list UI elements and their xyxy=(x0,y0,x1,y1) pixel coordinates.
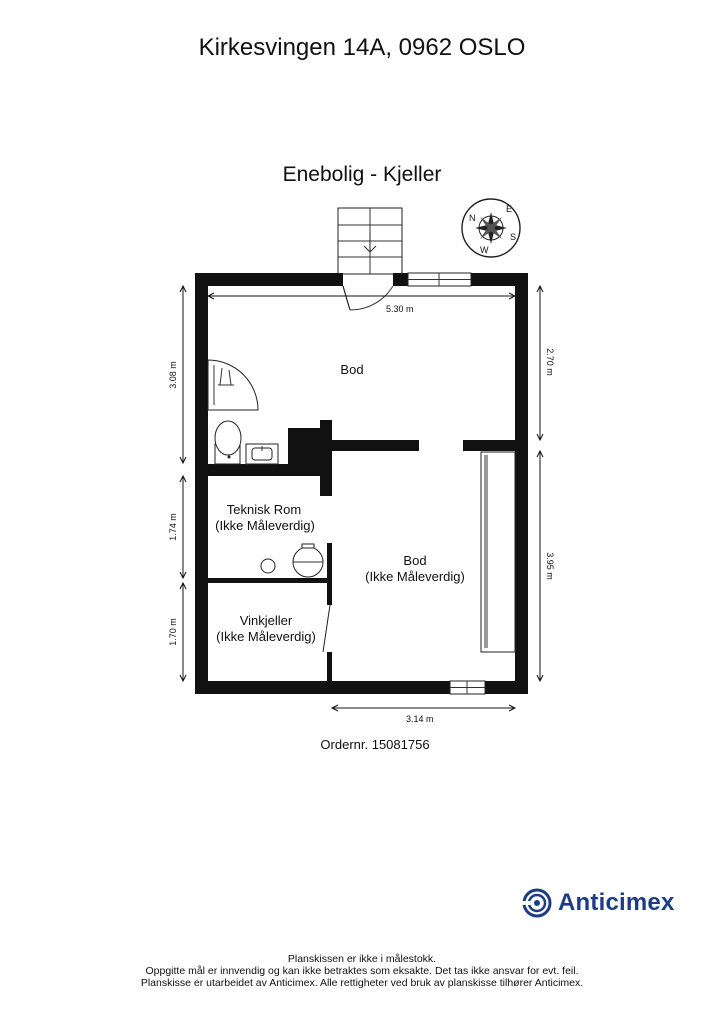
dim-left-upper: 3.08 m xyxy=(168,361,178,389)
room-label-teknisk: Teknisk Rom xyxy=(227,502,301,517)
room-labels: Bod Teknisk Rom (Ikke Måleverdig) Bod (I… xyxy=(215,362,465,644)
anticimex-logo: Anticimex xyxy=(522,886,675,920)
disclaimer-line-3: Planskisse er utarbeidet av Anticimex. A… xyxy=(140,977,584,989)
vinkjeller-door xyxy=(322,604,331,653)
compass-letter-w: W xyxy=(480,245,489,255)
disclaimer-footer: Planskissen er ikke i målestokk. Oppgitt… xyxy=(0,953,724,989)
dim-right-upper: 2.70 m xyxy=(545,348,555,376)
dim-right-lower: 3.95 m xyxy=(545,552,555,580)
toilet-icon xyxy=(214,420,242,465)
dim-top-width: 5.30 m xyxy=(386,304,414,314)
disclaimer-line-2: Oppgitte mål er innvendig og kan ikke be… xyxy=(145,965,579,977)
compass-icon: N E S W xyxy=(461,198,521,258)
staircase xyxy=(337,207,403,275)
windows xyxy=(407,272,486,695)
dim-left-lower: 1.70 m xyxy=(168,618,178,646)
room-label-bod-upper: Bod xyxy=(340,362,363,377)
compass-letter-n: N xyxy=(469,213,476,223)
shower xyxy=(207,359,259,411)
floor-drain-icon xyxy=(260,558,276,574)
room-label-bod-lower: Bod xyxy=(403,553,426,568)
dim-bottom-width: 3.14 m xyxy=(406,714,434,724)
room-label-vinkjeller: Vinkjeller xyxy=(240,613,293,628)
room-label-vinkjeller-note: (Ikke Måleverdig) xyxy=(216,629,316,644)
anticimex-logo-icon xyxy=(522,888,552,918)
dim-left-middle: 1.74 m xyxy=(168,513,178,541)
sink-icon xyxy=(245,443,279,465)
wardrobe xyxy=(480,451,516,653)
room-label-teknisk-note: (Ikke Måleverdig) xyxy=(215,518,315,533)
exterior-walls xyxy=(195,273,528,694)
order-number: Ordernr. 15081756 xyxy=(320,737,430,752)
floor-title: Enebolig - Kjeller xyxy=(282,163,442,186)
compass-letter-e: E xyxy=(506,204,512,214)
dimension-lines: 5.30 m 3.08 m 1.74 m 1.70 m 2.70 m 3.95 … xyxy=(168,284,555,724)
address-title: Kirkesvingen 14A, 0962 OSLO xyxy=(198,34,526,61)
anticimex-logo-text: Anticimex xyxy=(558,889,675,916)
room-label-bod-lower-note: (Ikke Måleverdig) xyxy=(365,569,465,584)
disclaimer-line-1: Planskissen er ikke i målestokk. xyxy=(287,953,437,965)
entry-door xyxy=(342,285,394,311)
interior-walls xyxy=(208,420,515,681)
compass-letter-s: S xyxy=(510,232,516,242)
water-heater-icon xyxy=(292,543,324,578)
